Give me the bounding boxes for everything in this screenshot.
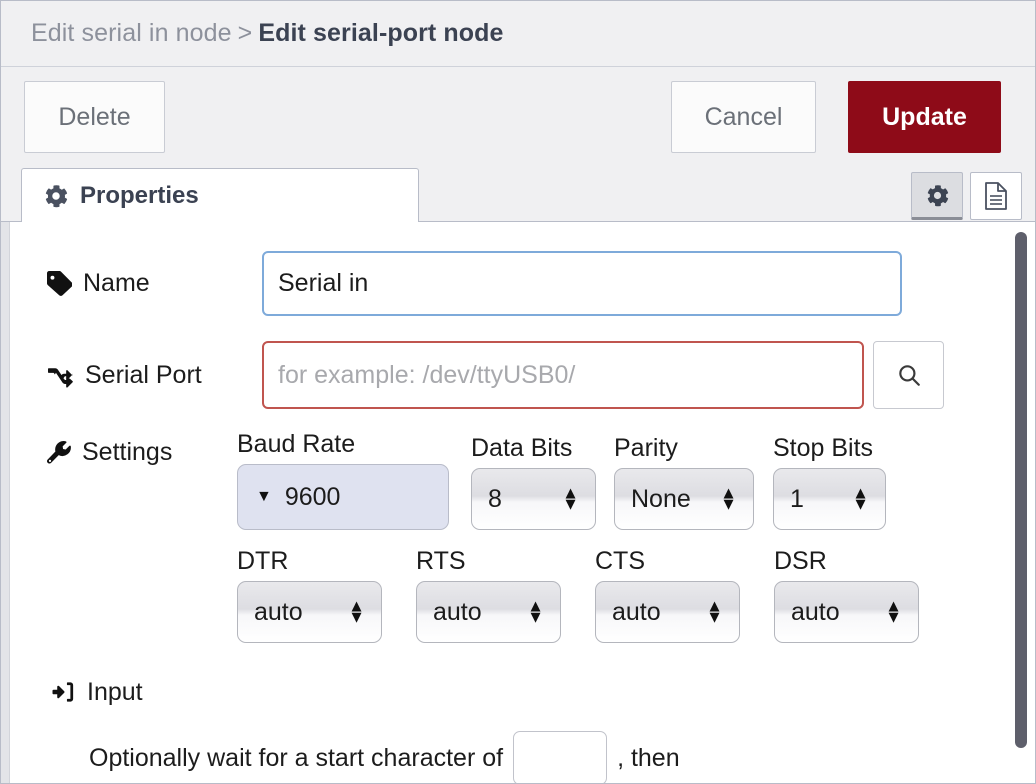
data-bits-caption: Data Bits: [471, 434, 573, 462]
tab-bar-filler: [419, 168, 1035, 222]
cts-select[interactable]: auto ▲▼: [595, 581, 740, 643]
form-row-serial-port: Serial Port: [1, 338, 1035, 412]
spinner-arrows-icon: ▲▼: [562, 483, 579, 513]
spinner-arrows-icon: ▲▼: [885, 596, 902, 626]
cts-value: auto: [612, 597, 661, 626]
left-rail: [1, 222, 10, 783]
tab-bar: Properties: [1, 160, 1035, 223]
dtr-select[interactable]: auto ▲▼: [237, 581, 382, 643]
input-section-label: Input: [51, 678, 143, 707]
content-scrollbar-track[interactable]: [1010, 222, 1032, 783]
field-group-parity: Parity None ▲▼: [614, 434, 754, 530]
field-group-stop-bits: Stop Bits 1 ▲▼: [773, 434, 886, 530]
header-icon-button-group: [911, 172, 1022, 220]
properties-form: Name Serial Port: [1, 222, 1035, 783]
settings-label-text: Settings: [82, 438, 173, 466]
settings-fields: Baud Rate ▼ 9600 Data Bits 8 ▲▼: [237, 430, 919, 643]
parity-value: None: [631, 484, 691, 513]
breadcrumb-parent[interactable]: Edit serial in node: [31, 19, 232, 47]
breadcrumb-current: Edit serial-port node: [258, 19, 504, 47]
rts-select[interactable]: auto ▲▼: [416, 581, 561, 643]
stop-bits-select[interactable]: 1 ▲▼: [773, 468, 886, 530]
spinner-arrows-icon: ▲▼: [852, 483, 869, 513]
spinner-arrows-icon: ▲▼: [527, 596, 544, 626]
rts-value: auto: [433, 597, 482, 626]
name-label-text: Name: [83, 268, 150, 297]
parity-select[interactable]: None ▲▼: [614, 468, 754, 530]
dialog-content: Name Serial Port: [1, 222, 1035, 783]
name-label: Name: [47, 269, 262, 298]
data-bits-select[interactable]: 8 ▲▼: [471, 468, 596, 530]
start-character-sentence: Optionally wait for a start character of…: [1, 731, 1035, 783]
tab-properties-label: Properties: [80, 182, 199, 209]
breadcrumb-separator: >: [237, 19, 253, 47]
spinner-arrows-icon: ▲▼: [720, 483, 737, 513]
search-icon: [896, 362, 922, 388]
start-character-input[interactable]: [513, 731, 608, 783]
serial-port-input[interactable]: [262, 341, 864, 409]
document-icon: [984, 182, 1008, 210]
random-icon: [47, 363, 74, 388]
dialog-button-bar: Delete Cancel Update: [1, 67, 1035, 160]
form-row-settings: Settings Baud Rate ▼ 9600 Dat: [1, 430, 1035, 643]
settings-line-flow-control: DTR auto ▲▼ RTS auto ▲▼: [237, 547, 919, 643]
settings-line-primary: Baud Rate ▼ 9600 Data Bits 8 ▲▼: [237, 430, 919, 530]
settings-label: Settings: [47, 430, 237, 467]
field-group-data-bits: Data Bits 8 ▲▼: [471, 434, 596, 530]
sign-in-icon: [51, 681, 76, 703]
parity-caption: Parity: [614, 434, 678, 462]
field-group-dtr: DTR auto ▲▼: [237, 547, 382, 643]
tag-icon: [47, 270, 72, 296]
stop-bits-caption: Stop Bits: [773, 434, 874, 462]
breadcrumb: Edit serial in node>Edit serial-port nod…: [31, 19, 504, 48]
input-section-label-text: Input: [87, 677, 143, 706]
tab-properties[interactable]: Properties: [21, 168, 419, 223]
baud-rate-value: 9600: [284, 482, 341, 511]
description-panel-button[interactable]: [970, 172, 1022, 220]
field-group-cts: CTS auto ▲▼: [595, 547, 740, 643]
serial-port-label-text: Serial Port: [85, 360, 202, 389]
delete-button[interactable]: Delete: [24, 81, 165, 153]
field-group-dsr: DSR auto ▲▼: [774, 547, 919, 643]
start-character-prefix: Optionally wait for a start character of: [89, 743, 504, 772]
chevron-down-icon: ▼: [256, 488, 272, 505]
dtr-value: auto: [254, 597, 303, 626]
serial-port-label: Serial Port: [47, 361, 262, 390]
dtr-caption: DTR: [237, 547, 289, 575]
gear-icon: [44, 184, 68, 208]
baud-rate-combo[interactable]: ▼ 9600: [237, 464, 449, 530]
content-scrollbar-thumb[interactable]: [1015, 232, 1027, 748]
dsr-value: auto: [791, 597, 840, 626]
start-character-suffix: , then: [617, 743, 680, 772]
dialog-header: Edit serial in node>Edit serial-port nod…: [1, 1, 1035, 67]
rts-caption: RTS: [416, 547, 466, 575]
settings-panel-button[interactable]: [911, 172, 963, 220]
cts-caption: CTS: [595, 547, 645, 575]
data-bits-value: 8: [488, 484, 502, 513]
field-group-baud-rate: Baud Rate ▼ 9600: [237, 430, 449, 530]
field-group-rts: RTS auto ▲▼: [416, 547, 561, 643]
name-input[interactable]: [262, 250, 902, 316]
wrench-icon: [47, 440, 71, 465]
gear-icon: [926, 184, 949, 207]
form-row-name: Name: [1, 246, 1035, 320]
stop-bits-value: 1: [790, 484, 804, 513]
update-button[interactable]: Update: [848, 81, 1001, 153]
form-row-input-section: Input: [1, 669, 1035, 715]
cancel-button[interactable]: Cancel: [671, 81, 816, 153]
spinner-arrows-icon: ▲▼: [348, 596, 365, 626]
serial-port-search-button[interactable]: [873, 341, 944, 409]
spinner-arrows-icon: ▲▼: [706, 596, 723, 626]
dsr-select[interactable]: auto ▲▼: [774, 581, 919, 643]
baud-rate-caption: Baud Rate: [237, 430, 356, 458]
dsr-caption: DSR: [774, 547, 827, 575]
